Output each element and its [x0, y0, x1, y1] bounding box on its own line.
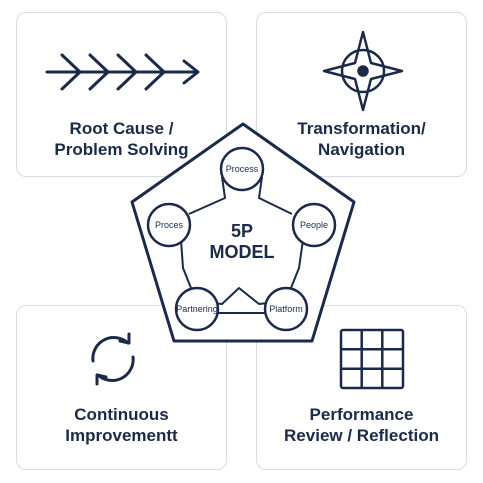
model-title-line1: 5P: [231, 221, 253, 241]
card-label-line1: Continuous: [74, 405, 169, 424]
five-p-model-diagram: Process People Platform Partnering Proce…: [130, 122, 356, 343]
node-label-platform: Platform: [269, 304, 303, 314]
card-transformation: Transformation/ Navigation: [256, 12, 467, 177]
grid-icon: [339, 328, 405, 390]
node-partnering: Partnering: [174, 286, 220, 332]
card-label-line1: Transformation/: [297, 119, 426, 138]
node-label-people: People: [300, 220, 328, 230]
card-label: Continuous Improvementt: [17, 404, 226, 446]
card-label-line1: Performance: [309, 405, 414, 424]
card-label-line2: Navigation: [318, 140, 405, 159]
compass-star-icon: [322, 30, 404, 112]
card-label-line2: Problem Solving: [54, 140, 189, 159]
node-label-process: Process: [226, 164, 259, 174]
card-label: Transformation/ Navigation: [257, 118, 466, 160]
node-proces: Proces: [146, 202, 192, 248]
node-label-partnering: Partnering: [176, 304, 218, 314]
node-process: Process: [219, 146, 265, 192]
card-label: Root Cause / Problem Solving: [17, 118, 226, 160]
card-root-cause: Root Cause / Problem Solving: [16, 12, 227, 177]
cycle-arrows-icon: [91, 332, 135, 386]
node-label-proces: Proces: [155, 220, 184, 230]
fishbone-arrow-icon: [45, 53, 200, 91]
node-people: People: [291, 202, 337, 248]
card-label: Performance Review / Reflection: [257, 404, 466, 446]
card-label-line1: Root Cause /: [69, 119, 174, 138]
card-label-line2: Improvementt: [65, 426, 178, 445]
node-platform: Platform: [263, 286, 309, 332]
model-title-line2: MODEL: [210, 242, 275, 262]
pentagon-outline: [130, 122, 356, 343]
card-label-line2: Review / Reflection: [284, 426, 439, 445]
